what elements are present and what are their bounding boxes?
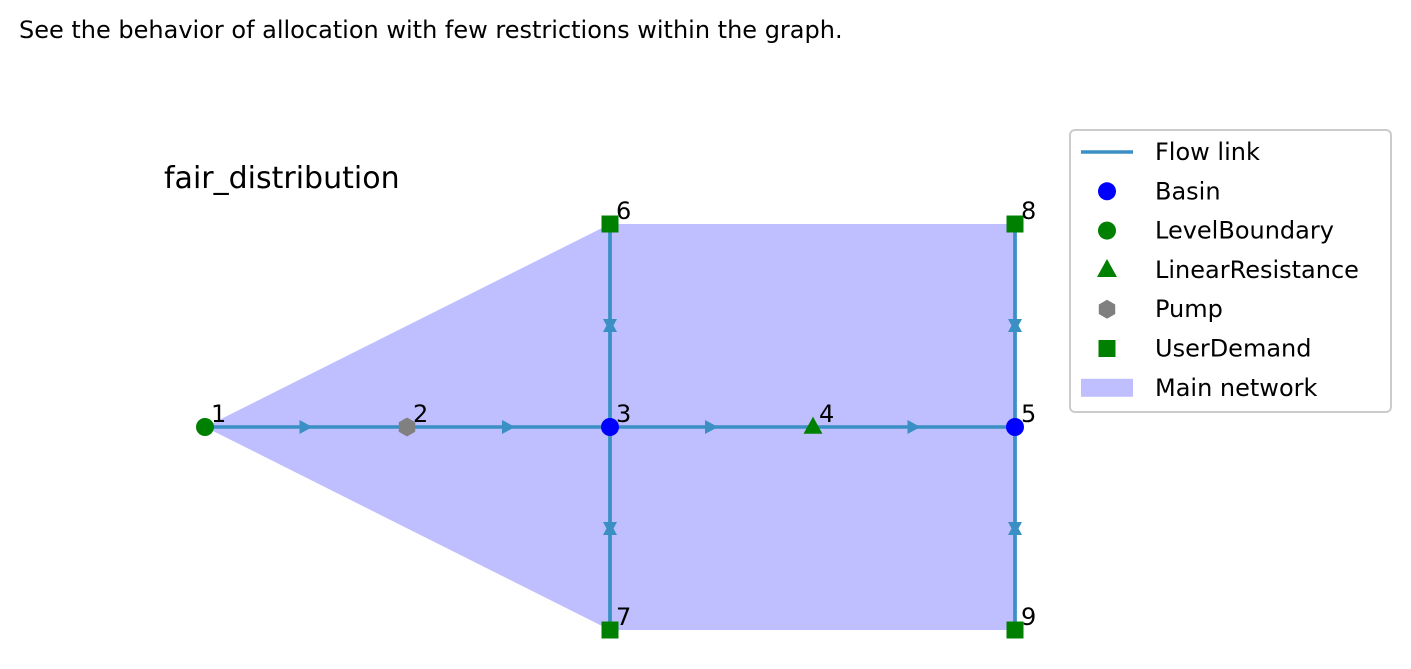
node-label: 4: [819, 400, 834, 428]
legend-label: UserDemand: [1155, 335, 1311, 363]
legend-entry: LevelBoundary: [1098, 217, 1334, 245]
node-label: 6: [616, 197, 631, 225]
circle-legend-icon: [1098, 221, 1116, 240]
node-label: 7: [616, 603, 631, 631]
legend: Flow linkBasinLevelBoundaryLinearResista…: [1069, 129, 1392, 413]
graph-title: fair_distribution: [164, 161, 400, 196]
flow-link-layer: [205, 224, 1022, 630]
node-linearresistance-marker: [803, 416, 823, 434]
node-layer: [196, 215, 1024, 639]
figure-caption: See the behavior of allocation with few …: [19, 16, 843, 44]
node-pump-marker: [398, 417, 416, 437]
flow-direction-arrow-icon: [1008, 522, 1022, 535]
triangle-legend-icon: [1097, 258, 1117, 278]
node-label: 2: [413, 400, 428, 428]
node-basin-marker: [1006, 418, 1024, 436]
node-label: 9: [1021, 603, 1036, 631]
flow-link: [1008, 224, 1022, 427]
flow-direction-arrow-icon: [502, 420, 515, 434]
node-userdemand-marker: [1006, 215, 1024, 233]
node-label: 5: [1021, 400, 1036, 428]
flow-link: [603, 427, 617, 630]
legend-label: Main network: [1155, 374, 1317, 402]
flow-direction-arrow-icon: [705, 420, 718, 434]
circle-legend-icon: [1098, 182, 1116, 201]
flow-link: [610, 420, 813, 434]
node-label-layer: 1 2 3 4 5 6 7 8 9: [211, 197, 1036, 631]
node-label: 3: [616, 400, 631, 428]
legend-label: LinearResistance: [1155, 256, 1359, 284]
node-userdemand-marker: [601, 621, 619, 639]
flow-direction-arrow-icon: [603, 319, 617, 332]
flow-direction-arrow-icon: [603, 522, 617, 535]
flow-link: [603, 224, 617, 427]
legend-entry: Basin: [1098, 177, 1221, 205]
flow-direction-arrow-icon: [907, 420, 921, 434]
node-levelboundary-marker: [196, 418, 214, 436]
legend-label: Basin: [1155, 177, 1221, 205]
legend-entry: UserDemand: [1098, 335, 1311, 363]
legend-label: Flow link: [1155, 138, 1260, 166]
flow-direction-arrow-icon: [1008, 319, 1022, 332]
flow-direction-arrow-icon: [299, 420, 313, 434]
node-label: 8: [1021, 197, 1036, 225]
legend-frame: [1069, 129, 1392, 413]
node-userdemand-marker: [1006, 621, 1024, 639]
legend-entry: Flow link: [1081, 138, 1260, 166]
flow-link: [1008, 427, 1022, 630]
hexagon-legend-icon: [1098, 299, 1116, 319]
legend-label: Pump: [1155, 295, 1223, 323]
node-userdemand-marker: [601, 215, 619, 233]
legend-entry: Pump: [1098, 295, 1223, 323]
flow-link: [407, 420, 610, 434]
node-basin-marker: [601, 418, 619, 436]
legend-entry: LinearResistance: [1097, 256, 1359, 284]
legend-entry: Main network: [1081, 374, 1317, 402]
node-label: 1: [211, 400, 226, 428]
flow-link: [205, 420, 407, 434]
flow-link: [813, 420, 1015, 434]
square-legend-icon: [1098, 340, 1116, 357]
legend-label: LevelBoundary: [1155, 217, 1334, 245]
main-network-legend-icon: [1081, 378, 1133, 397]
